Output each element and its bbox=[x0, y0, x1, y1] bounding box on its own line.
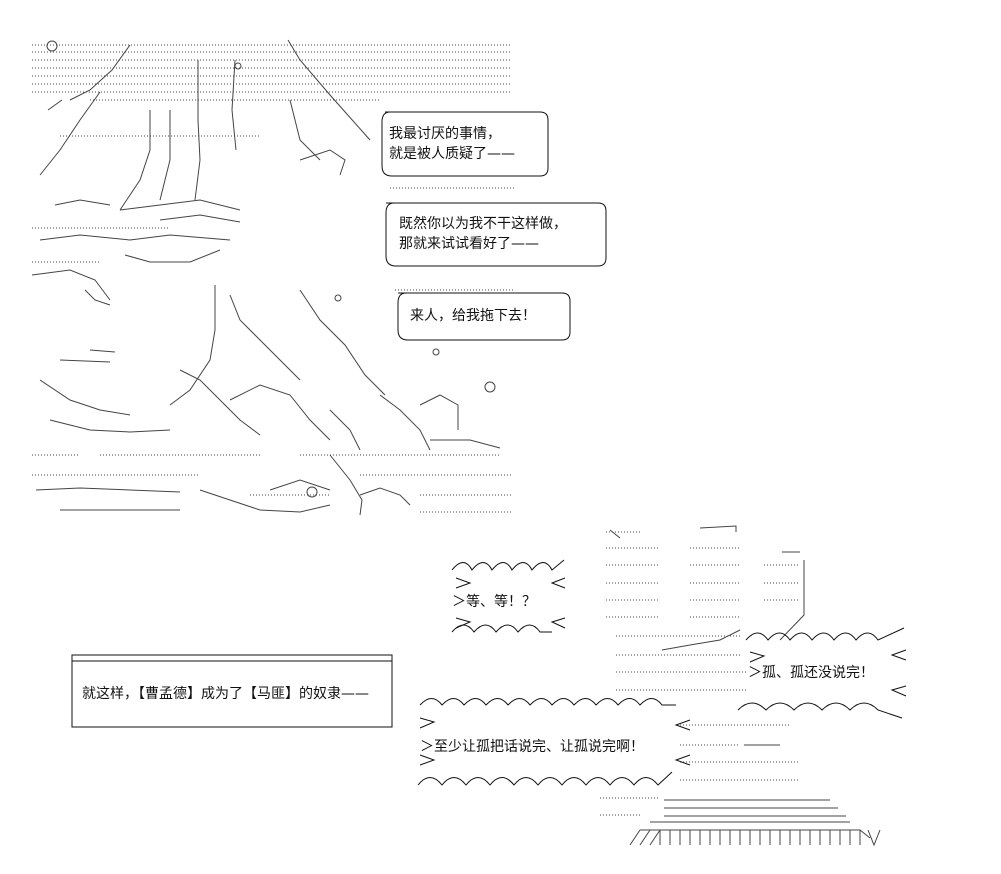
shout-finish-text: ＞至少让孤把话说完、让孤说完啊！ bbox=[420, 739, 644, 755]
shout-wait-text: ＞等、等！？ bbox=[452, 594, 536, 610]
narration-box bbox=[71, 654, 393, 728]
shout-bubble-lone bbox=[745, 627, 907, 697]
speech-bubble-2-line-2: 那就来试试看好了—— bbox=[399, 236, 539, 252]
shout-lone-text: ＞孤、孤还没说完！ bbox=[748, 665, 874, 681]
shout-bubble-wait bbox=[451, 559, 566, 633]
speech-bubble-1-line-2: 就是被人质疑了—— bbox=[389, 146, 515, 162]
speech-bubble-1 bbox=[381, 111, 549, 177]
speech-bubble-3 bbox=[397, 292, 571, 341]
speech-bubble-1-line-1: 我最讨厌的事情， bbox=[389, 126, 501, 142]
shout-bubble-finish bbox=[417, 698, 903, 786]
lower-right-ascii-figure bbox=[600, 525, 881, 847]
narration-text: 就这样，【曹孟德】成为了【马匪】的奴隶—— bbox=[82, 686, 369, 702]
speech-bubble-3-line-1: 来人，给我拖下去！ bbox=[410, 308, 536, 324]
speech-bubble-2 bbox=[385, 202, 607, 267]
upper-left-ascii-figure bbox=[31, 39, 515, 516]
speech-bubble-2-line-1: 既然你以为我不干这样做， bbox=[399, 216, 567, 232]
